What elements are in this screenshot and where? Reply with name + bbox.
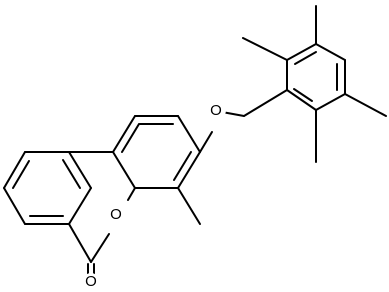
bond [112, 151, 136, 189]
double-bond-inner [293, 88, 313, 102]
bond [68, 223, 92, 263]
double-bond-inner [173, 151, 192, 181]
bond [315, 43, 346, 61]
ether-linkage [199, 89, 288, 153]
methyl-bond [242, 37, 288, 61]
atom-ring-oxygen: O [106, 204, 126, 224]
bond [286, 89, 317, 111]
middle-aromatic-ring [112, 115, 201, 189]
left-benzene-ring [3, 151, 92, 225]
bond [177, 151, 201, 189]
bond [90, 233, 110, 263]
bond [286, 43, 317, 61]
bond [68, 187, 92, 225]
bond [127, 187, 136, 201]
bond [221, 111, 245, 117]
substituted-benzene-ring [286, 43, 346, 111]
bond [112, 115, 136, 153]
bond [68, 151, 92, 189]
ether-oxygen-label: O [210, 102, 222, 119]
ring-oxygen-label: O [110, 206, 122, 223]
ring-methyl-groups [242, 5, 387, 163]
bond [3, 151, 26, 189]
atom-carbonyl-oxygen: O [83, 273, 99, 290]
bond [199, 131, 213, 153]
double-bond-inner [121, 123, 140, 153]
methyl-bond [177, 187, 201, 225]
double-bond-inner [12, 160, 30, 189]
bond [3, 187, 26, 225]
atom-ether-oxygen: O [206, 100, 226, 120]
carbonyl-oxygen-label: O [85, 273, 97, 290]
double-bond-inner [62, 159, 81, 189]
methyl-bond [344, 93, 387, 117]
bond [315, 93, 346, 111]
bond [243, 89, 288, 117]
bond [177, 115, 201, 153]
double-bond-inner [294, 51, 317, 65]
